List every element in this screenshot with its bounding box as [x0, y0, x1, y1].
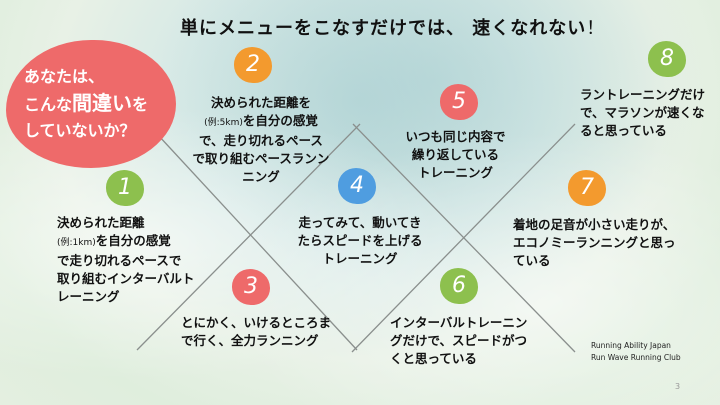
item-5-text: いつも同じ内容で繰り返しているトレーニング: [405, 129, 506, 180]
divider-line: [157, 134, 358, 351]
item-1-text: 決められた距離 (例:1km)を自分の感覚 で走り切れるペースで取り組むインター…: [57, 215, 195, 304]
item-7-text: 着地の足音が小さい走りが、エコノミーランニングと思っている: [513, 217, 676, 268]
slide-title: 単にメニューをこなすだけでは、 速くなれない！: [180, 18, 606, 39]
divider-line: [351, 123, 576, 353]
number-badge-3: 3: [232, 269, 270, 305]
number-badge-8: 8: [648, 41, 686, 77]
item-8-text: ラントレーニングだけで、マラソンが速くなると思っている: [580, 87, 706, 138]
divider-line: [136, 123, 361, 351]
number-badge-2: 2: [234, 47, 272, 83]
hero-bubble: あなたは、 こんな間違いを していないか？: [6, 40, 176, 168]
number-badge-5: 5: [440, 84, 478, 120]
page-number: 3: [675, 382, 681, 391]
item-4-text: 走ってみて、動いてきたらスピードを上げるトレーニング: [297, 215, 423, 266]
item-3-text: とにかく、いけるところまで行く、全力ランニング: [181, 315, 332, 348]
item-2-text: 決められた距離を (例:5km)を自分の感覚 で、走り切れるペースで取り組むペー…: [192, 95, 330, 184]
number-badge-6: 6: [440, 268, 478, 304]
number-badge-4: 4: [338, 168, 376, 204]
number-badge-1: 1: [106, 170, 144, 206]
item-6-text: インターバルトレーニングだけで、スピードがつくと思っている: [390, 315, 528, 366]
number-badge-7: 7: [568, 170, 606, 206]
